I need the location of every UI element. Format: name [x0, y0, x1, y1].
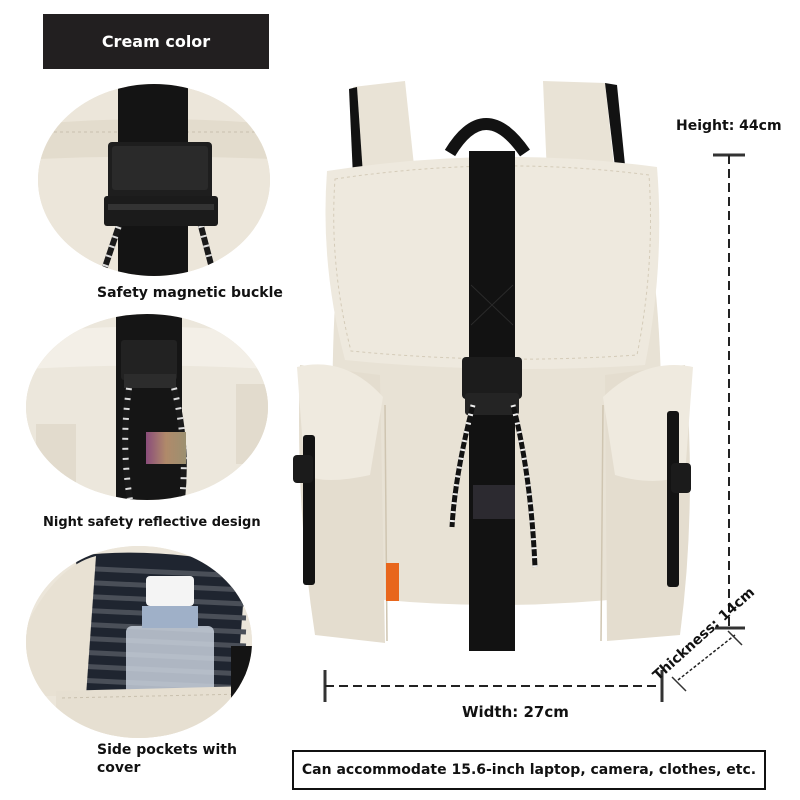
- height-label: Height: 44cm: [676, 118, 782, 134]
- backpack-main-image: [285, 75, 705, 665]
- capacity-note-text: Can accommodate 15.6-inch laptop, camera…: [301, 762, 757, 778]
- buckle-closeup-image: [38, 84, 270, 276]
- reflective-closeup-image: [26, 314, 268, 500]
- feature-caption-buckle: Safety magnetic buckle: [97, 285, 283, 301]
- buckle-closeup-icon: [38, 84, 270, 276]
- side-pocket-closeup-image: [26, 546, 252, 738]
- feature-caption-side-pockets: Side pockets with cover: [97, 742, 237, 776]
- side-pocket-closeup-icon: [26, 546, 252, 738]
- width-label: Width: 27cm: [462, 703, 569, 721]
- reflective-patch-closeup-icon: [26, 314, 268, 500]
- width-measure-line: [320, 668, 670, 704]
- height-measure-line: [710, 150, 750, 635]
- color-badge: Cream color: [43, 14, 269, 69]
- feature-caption-reflective: Night safety reflective design: [43, 515, 261, 530]
- thickness-measure-line: [660, 625, 750, 695]
- backpack-icon: [293, 81, 693, 651]
- capacity-note-box: Can accommodate 15.6-inch laptop, camera…: [292, 750, 766, 790]
- color-badge-label: Cream color: [101, 32, 211, 51]
